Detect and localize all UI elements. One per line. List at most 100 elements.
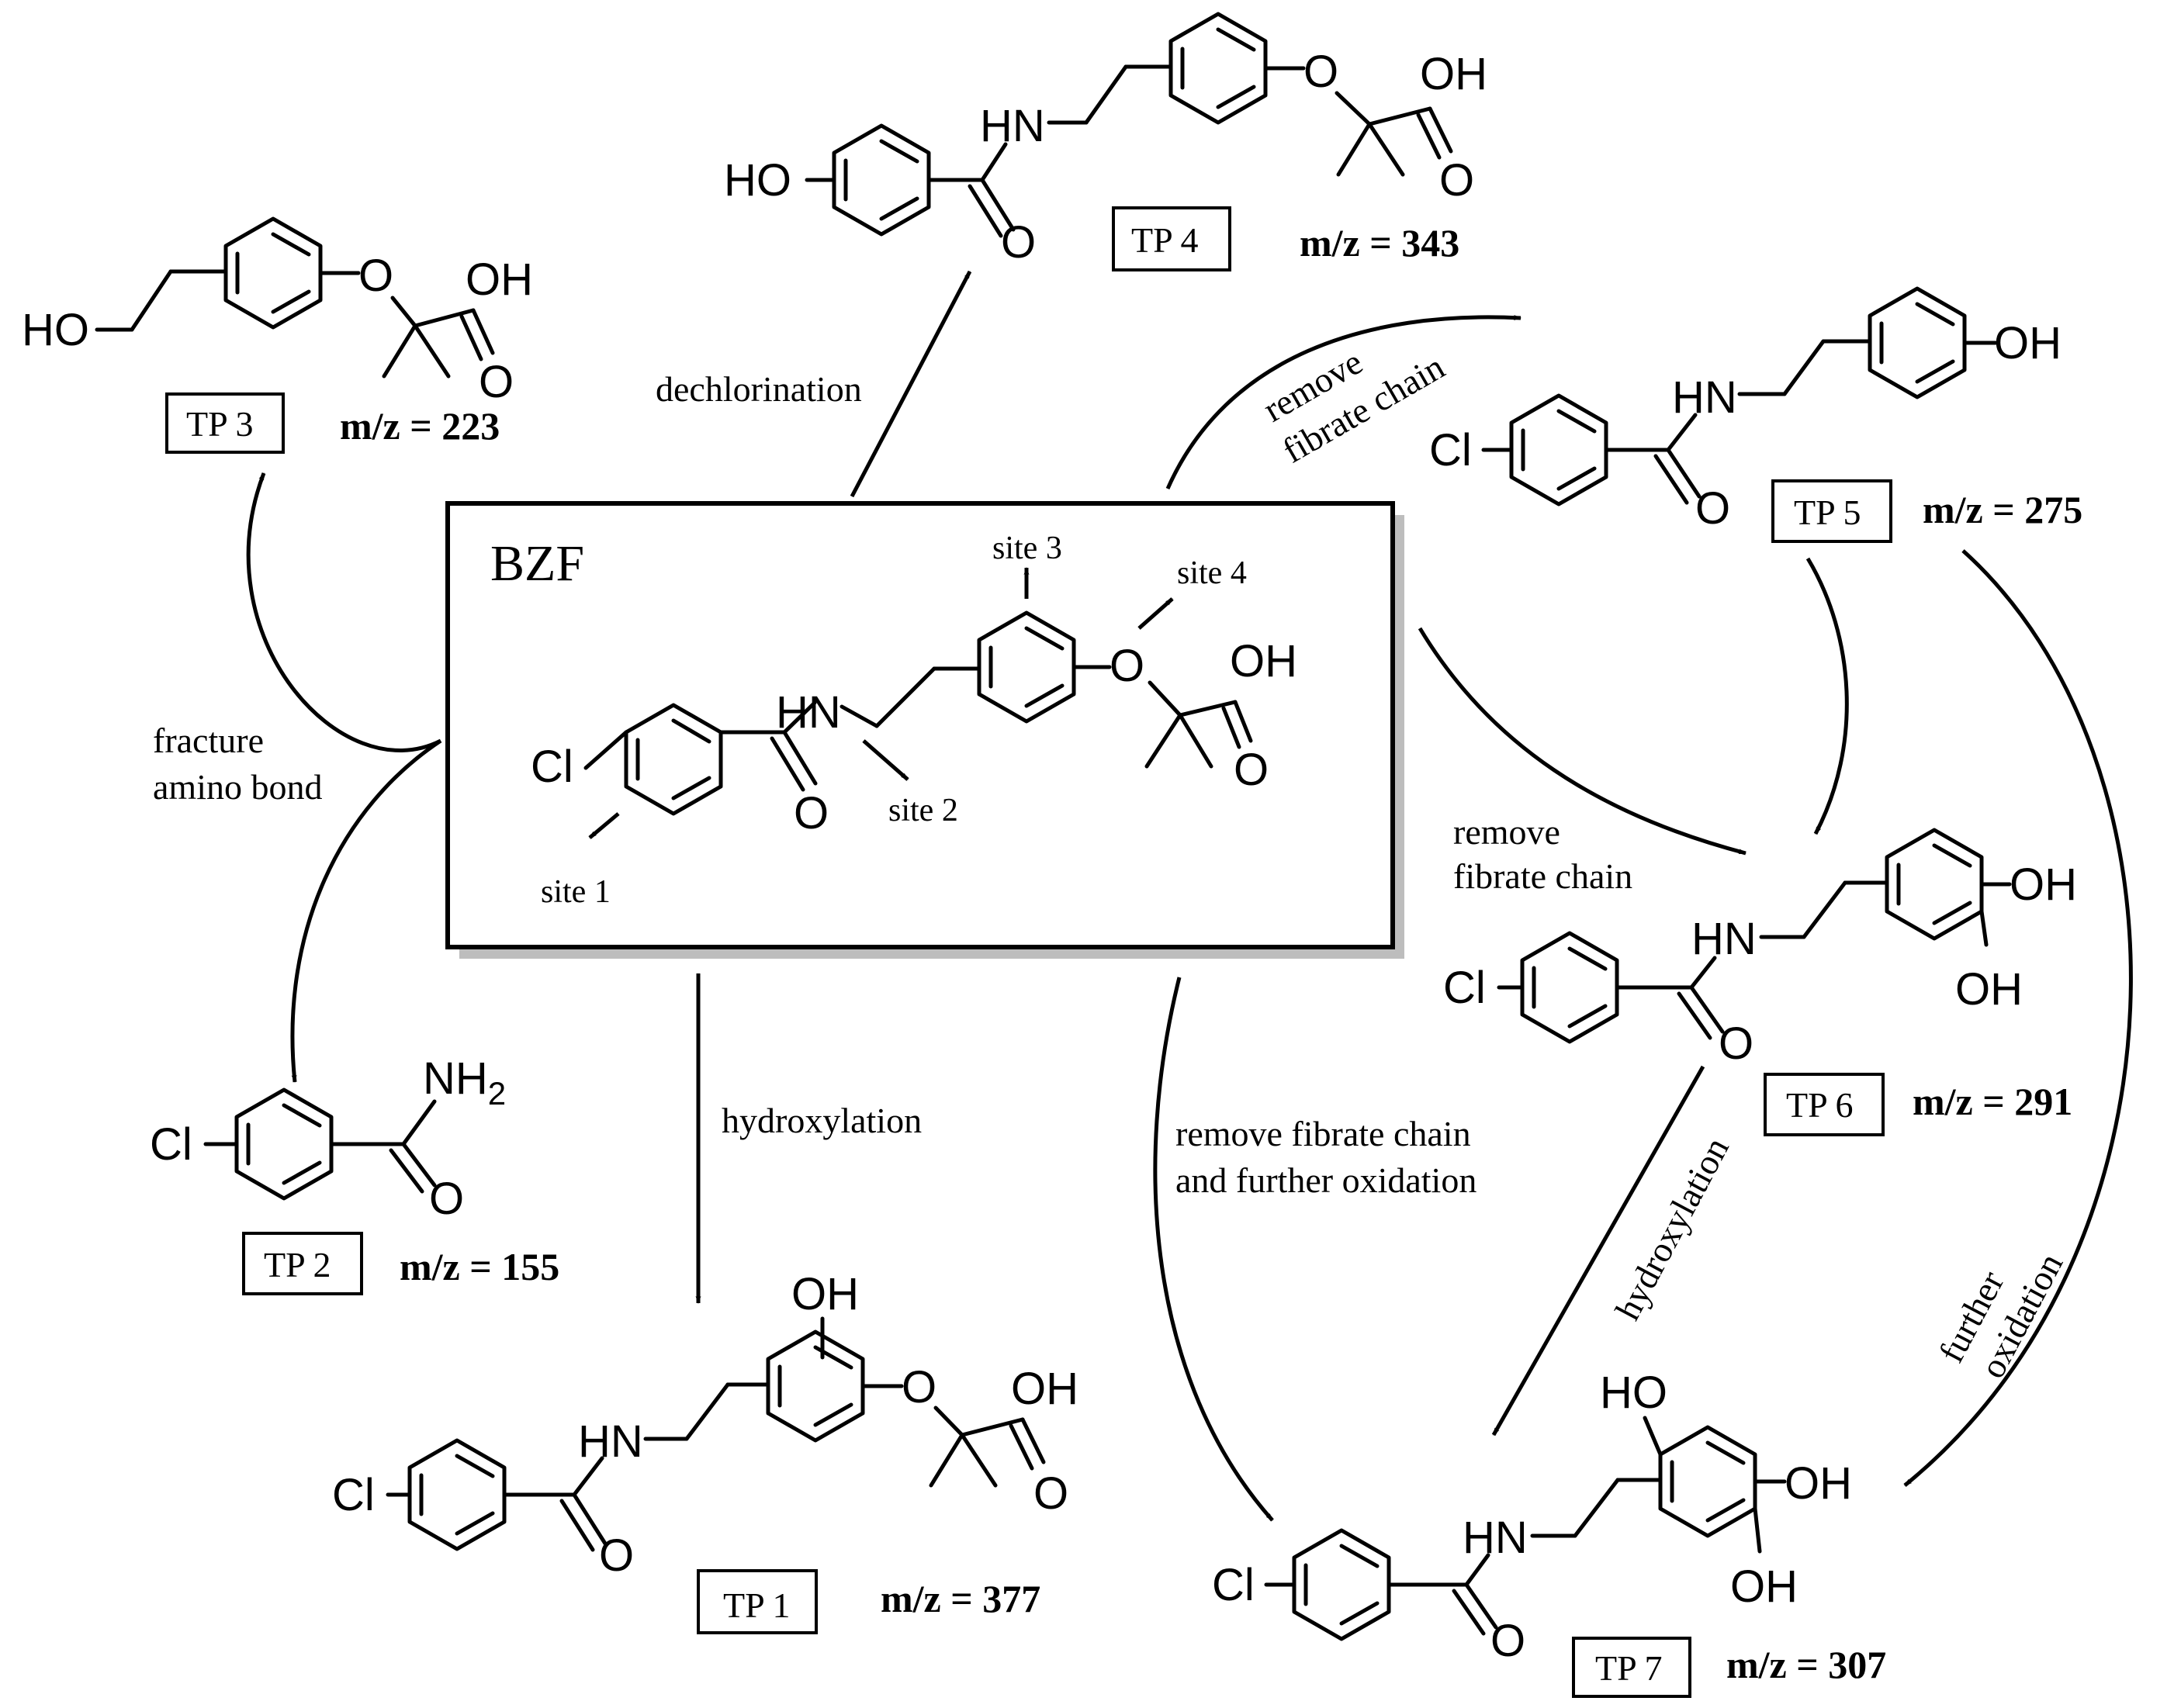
label-dechlorination: dechlorination xyxy=(656,369,862,409)
bzf-box: BZF Cl O HN O OH O site 1 site 2 site 3 … xyxy=(445,501,1404,959)
tp1-o-ether: O xyxy=(902,1362,936,1412)
bzf-box-frame xyxy=(445,501,1395,949)
tp1-oh-ring: OH xyxy=(791,1269,859,1319)
tp4-oh: OH xyxy=(1420,49,1487,99)
tp7-mz: m/z = 307 xyxy=(1726,1643,1886,1686)
tp3-mz: m/z = 223 xyxy=(340,404,500,448)
site-2-label: site 2 xyxy=(888,793,958,828)
arrow-tp5-to-tp6 xyxy=(1805,557,1849,835)
site-1-label: site 1 xyxy=(541,874,611,910)
tp1-mz: m/z = 377 xyxy=(881,1577,1040,1620)
tp6-mz: m/z = 291 xyxy=(1913,1080,2072,1123)
label-remove-fibrate-mid-2: fibrate chain xyxy=(1453,856,1632,896)
tp1-label: TP 1 xyxy=(723,1585,790,1625)
tp2-label: TP 2 xyxy=(264,1245,331,1284)
label-remove-fibrate-oxidation-1: remove fibrate chain xyxy=(1175,1114,1471,1153)
bzf-o-acid: O xyxy=(1234,745,1269,795)
tp2-nh: NH2 xyxy=(423,1053,506,1112)
label-fracture-2: amino bond xyxy=(153,767,322,807)
tp4-label: TP 4 xyxy=(1131,220,1198,260)
tp5-oh: OH xyxy=(1994,318,2062,368)
tp7-structure: Cl O HN HO OH OH xyxy=(1212,1367,1852,1666)
tp6-ring-b xyxy=(1885,828,1984,941)
tp6-cl: Cl xyxy=(1443,963,1486,1013)
label-fracture-1: fracture xyxy=(153,721,264,760)
tp1-ring-a xyxy=(407,1438,507,1551)
tp6-o-carbonyl: O xyxy=(1719,1018,1753,1069)
tp6-hn: HN xyxy=(1691,914,1757,964)
tp2-ring xyxy=(234,1087,334,1201)
site-3-label: site 3 xyxy=(992,531,1062,566)
bzf-o-carbonyl: O xyxy=(794,788,829,838)
tp3-o-acid: O xyxy=(479,357,514,407)
tp1-o-carbonyl: O xyxy=(599,1530,634,1581)
tp7-oh-4: OH xyxy=(1785,1458,1852,1509)
tp7-ring-a xyxy=(1292,1528,1391,1641)
tp2-mz: m/z = 155 xyxy=(400,1245,559,1288)
tp1-cl: Cl xyxy=(332,1470,375,1520)
tp5-label-box xyxy=(1771,479,1892,543)
label-hydroxylation: hydroxylation xyxy=(722,1101,922,1140)
tp6-label-box xyxy=(1764,1073,1885,1136)
bzf-title: BZF xyxy=(490,535,584,592)
tp1-structure: Cl O HN OH O OH O xyxy=(332,1269,1078,1581)
tp6-structure: Cl O HN OH OH xyxy=(1443,828,2077,1069)
tp3-o-ether: O xyxy=(358,251,393,301)
tp5-ring-a xyxy=(1509,393,1608,507)
arrow-fracture-to-tp2 xyxy=(290,738,442,1083)
bzf-hn: HN xyxy=(776,687,841,738)
tp1-ring-b xyxy=(766,1329,865,1443)
tp7-label: TP 7 xyxy=(1595,1648,1662,1688)
tp5-label: TP 5 xyxy=(1794,493,1861,532)
tp4-ho: HO xyxy=(724,155,791,206)
bzf-cl: Cl xyxy=(531,742,573,792)
tp4-mz: m/z = 343 xyxy=(1300,221,1459,264)
tp4-hn: HN xyxy=(980,101,1045,151)
tp7-cl: Cl xyxy=(1212,1560,1255,1610)
tp6-ring-a xyxy=(1520,931,1619,1044)
bzf-oh: OH xyxy=(1230,636,1297,686)
tp5-mz: m/z = 275 xyxy=(1923,488,2082,531)
tp2-structure: Cl NH2 O xyxy=(150,1053,506,1224)
tp3-ho: HO xyxy=(22,305,89,355)
tp3-structure: HO O OH O xyxy=(22,216,533,407)
tp1-label-box xyxy=(697,1569,818,1634)
tp5-cl: Cl xyxy=(1429,425,1472,475)
tp7-label-box xyxy=(1572,1637,1691,1698)
tp3-ring xyxy=(223,216,323,330)
arrow-remove-fibrate-tp6 xyxy=(1418,627,1747,856)
label-hydroxylation-tp6: hydroxylation xyxy=(1608,1131,1736,1326)
tp4-o-ether: O xyxy=(1303,47,1338,97)
tp5-hn: HN xyxy=(1672,372,1737,423)
tp1-oh: OH xyxy=(1011,1364,1078,1414)
tp5-o-carbonyl: O xyxy=(1695,483,1730,534)
tp4-structure: HO O HN O OH O xyxy=(724,12,1487,268)
bzf-o-ether: O xyxy=(1110,641,1144,691)
tp1-o-acid: O xyxy=(1033,1468,1068,1519)
tp2-cl: Cl xyxy=(150,1119,192,1170)
tp4-ring-b xyxy=(1168,12,1268,125)
tp4-o-carbonyl: O xyxy=(1001,217,1036,268)
tp3-label-box xyxy=(165,392,285,454)
tp3-label: TP 3 xyxy=(186,404,253,444)
tp3-oh: OH xyxy=(466,254,533,305)
arrow-dechlorination xyxy=(850,270,972,498)
tp5-structure: Cl O HN OH xyxy=(1429,286,2062,534)
tp6-label: TP 6 xyxy=(1786,1085,1853,1125)
tp2-o: O xyxy=(429,1174,464,1224)
arrow-fracture-to-tp3 xyxy=(246,472,442,752)
arrow-hydroxylation-tp7 xyxy=(1491,1065,1705,1437)
site-4-label: site 4 xyxy=(1177,555,1247,591)
tp2-label-box xyxy=(242,1232,363,1295)
label-remove-fibrate-oxidation-2: and further oxidation xyxy=(1175,1160,1477,1200)
tp5-ring-b xyxy=(1868,286,1967,399)
label-remove-fibrate-mid-1: remove xyxy=(1453,812,1560,852)
tp7-oh-2: HO xyxy=(1600,1367,1667,1418)
tp7-oh-5: OH xyxy=(1730,1561,1798,1612)
tp7-hn: HN xyxy=(1463,1513,1528,1563)
tp4-label-box xyxy=(1112,206,1231,271)
tp6-oh-4: OH xyxy=(2010,859,2077,910)
tp1-hn: HN xyxy=(578,1416,643,1467)
